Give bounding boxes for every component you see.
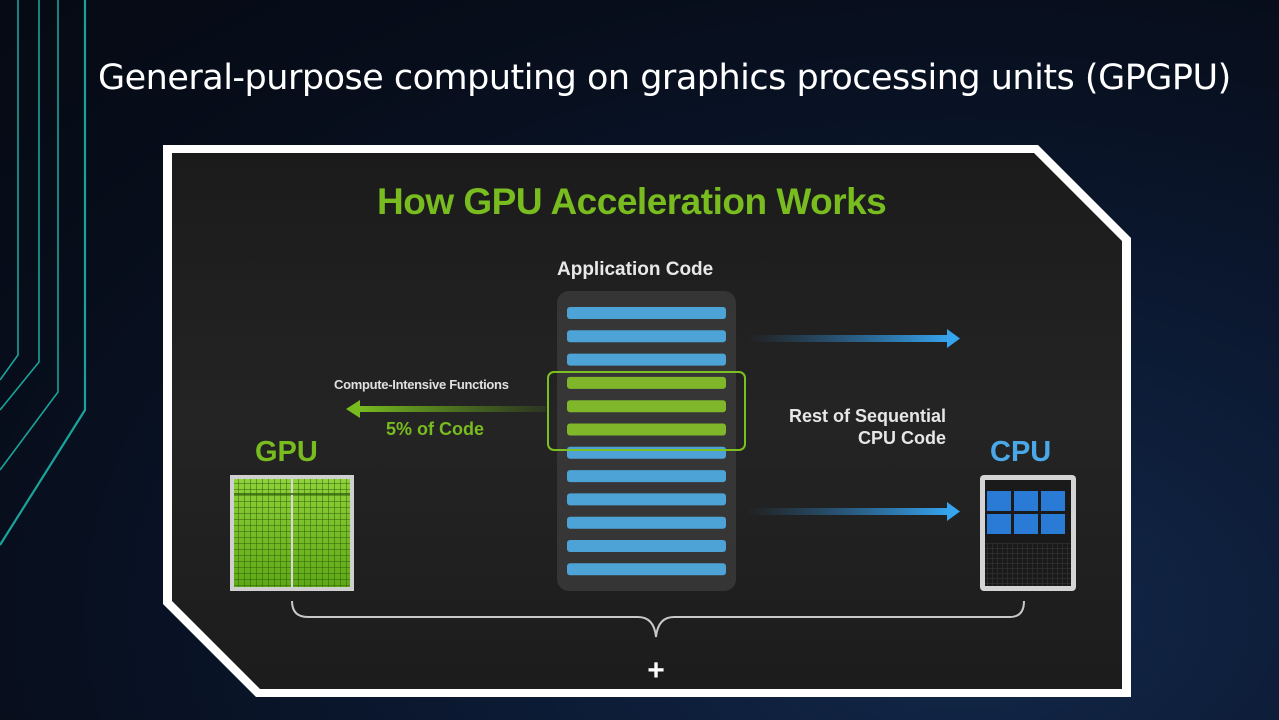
compute-highlight-box [547,371,746,451]
diagram-graphics: + [230,291,1076,687]
diagram-title: How GPU Acceleration Works [377,181,887,222]
code-row-cpu [567,446,726,459]
gpu-chip-icon [230,475,354,591]
percent-of-code-label: 5% of Code [386,419,485,439]
arrow-to-cpu-bottom [747,502,960,521]
application-code-column [557,291,736,591]
code-row-cpu [567,563,726,576]
diagram-image-frame: + How GPU Acceleration Works Application… [163,145,1131,697]
code-row-cpu [567,330,726,343]
arrow-to-cpu-top [747,329,960,348]
combine-bracket [291,600,1025,638]
rest-label-line2: CPU Code [857,428,946,448]
code-row-cpu [567,307,726,319]
compute-intensive-label: Compute-Intensive Functions [334,377,509,392]
diagram-panel: + How GPU Acceleration Works Application… [172,153,1122,689]
arrow-to-gpu [346,400,546,418]
cpu-chip-icon [980,475,1076,591]
code-row-cpu [567,353,726,366]
application-code-label: Application Code [557,259,714,280]
gpu-label: GPU [255,436,318,468]
code-row-cpu [567,493,726,506]
rest-label-line1: Rest of Sequential [788,406,946,426]
code-row-cpu [567,540,726,552]
cpu-label: CPU [990,436,1052,468]
code-row-gpu [567,376,726,389]
rest-of-sequential-label: Rest of Sequential CPU Code [732,405,946,449]
code-row-cpu [567,516,726,529]
slide-title: General-purpose computing on graphics pr… [98,58,1231,98]
decorative-teal-lines [0,0,87,546]
plus-symbol: + [647,654,665,687]
code-row-gpu [567,400,726,413]
code-row-gpu [567,423,726,436]
code-row-cpu [567,470,726,483]
